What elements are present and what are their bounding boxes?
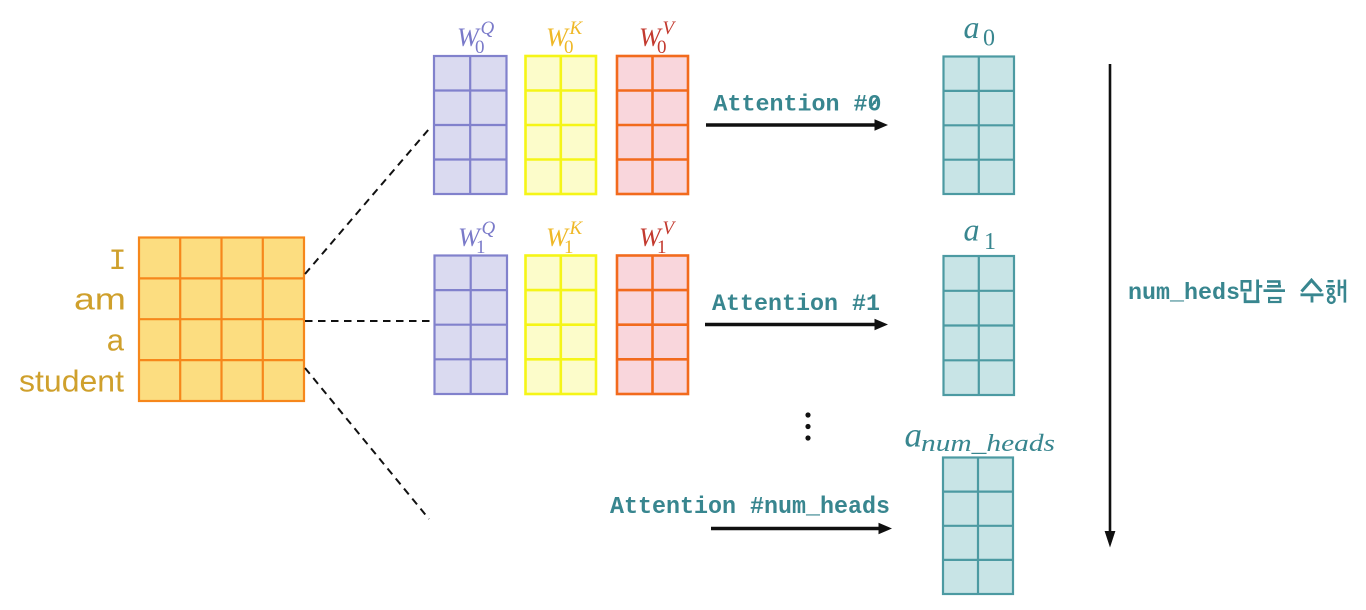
svg-text:Q: Q — [482, 218, 496, 239]
svg-text:Attention #0: Attention #0 — [714, 92, 882, 118]
svg-text:am: am — [74, 282, 126, 317]
svg-text:a: a — [905, 416, 923, 455]
svg-text:a: a — [107, 323, 125, 358]
svg-text:1: 1 — [476, 237, 486, 258]
svg-text:K: K — [569, 18, 584, 39]
svg-text:0: 0 — [657, 37, 667, 58]
svg-text:a: a — [964, 212, 980, 248]
svg-text:0: 0 — [564, 37, 574, 58]
svg-text:num_heds: num_heds — [1128, 280, 1240, 306]
svg-text:W: W — [458, 223, 482, 252]
svg-text:V: V — [663, 218, 677, 239]
svg-text:student: student — [19, 364, 124, 399]
svg-text:Attention #num_heads: Attention #num_heads — [610, 494, 890, 521]
svg-text:1: 1 — [984, 229, 996, 255]
svg-text:W: W — [457, 23, 481, 52]
svg-text:W: W — [546, 23, 570, 52]
svg-text:W: W — [546, 223, 570, 252]
svg-text:V: V — [663, 18, 677, 39]
svg-text:a: a — [964, 9, 980, 45]
svg-text:Q: Q — [481, 18, 495, 39]
svg-text:I: I — [108, 245, 126, 279]
svg-text:Attention #1: Attention #1 — [712, 291, 880, 317]
svg-text:num_heads: num_heads — [921, 431, 1055, 457]
svg-text:1: 1 — [657, 237, 667, 258]
svg-text:W: W — [639, 223, 663, 252]
svg-text:0: 0 — [475, 37, 485, 58]
svg-text:0: 0 — [983, 26, 995, 52]
svg-text:K: K — [569, 218, 584, 239]
svg-text:W: W — [639, 23, 663, 52]
svg-text:1: 1 — [564, 237, 574, 258]
